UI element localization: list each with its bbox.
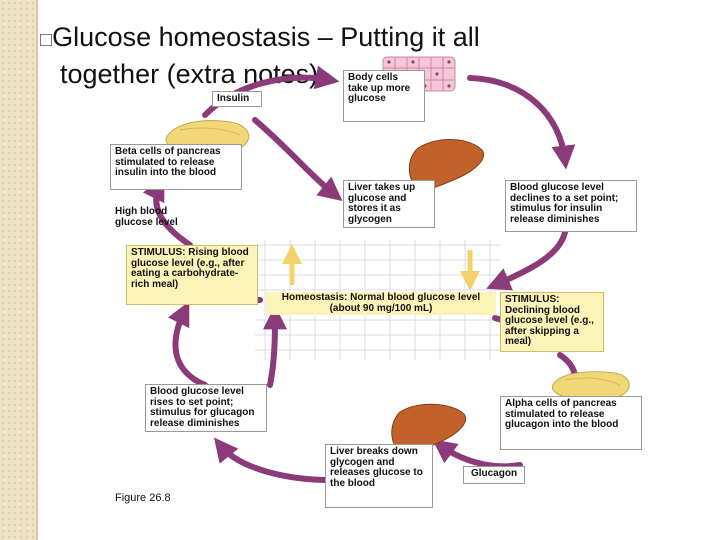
- insulin-label: Insulin: [212, 91, 262, 107]
- liver-breaks-text: Liver breaks down glycogen and releases …: [325, 444, 433, 508]
- decorative-side-strip: [0, 0, 36, 540]
- title-line-2: together (extra notes): [60, 59, 319, 89]
- arrow-rise-to-homeostasis: [262, 305, 287, 388]
- high-glucose-text: High blood glucose level: [115, 206, 178, 228]
- arrow-insulin-to-liver: [252, 117, 343, 201]
- title-bullet: □: [40, 29, 53, 51]
- stimulus-rising-box: STIMULUS: Rising blood glucose level (e.…: [126, 245, 258, 305]
- figure-label: Figure 26.8: [115, 492, 171, 504]
- strip-edge: [36, 0, 38, 540]
- title-line-1: Glucose homeostasis – Putting it all: [52, 22, 480, 52]
- arrow-decline-to-homeostasis: [486, 229, 568, 291]
- slide-title: □Glucose homeostasis – Putting it all to…: [40, 20, 600, 91]
- pancreas-bottom-illustration: [551, 371, 630, 401]
- arrow-rise-to-stimulus: [167, 301, 208, 388]
- glucagon-label: Glucagon: [463, 466, 525, 484]
- body-cells-text: Body cells take up more glucose: [343, 70, 425, 122]
- beta-cells-text: Beta cells of pancreas stimulated to rel…: [110, 144, 242, 190]
- arrow-cells-to-decline: [467, 75, 576, 170]
- alpha-cells-text: Alpha cells of pancreas stimulated to re…: [500, 396, 642, 450]
- homeostasis-text: Homeostasis: Normal blood glucose level …: [266, 292, 496, 315]
- declines-text: Blood glucose level declines to a set po…: [505, 180, 637, 232]
- rises-text: Blood glucose level rises to set point; …: [145, 384, 267, 432]
- liver-takes-text: Liver takes up glucose and stores it as …: [343, 180, 435, 228]
- arrow-stimulus-to-beta: [142, 176, 193, 248]
- stimulus-declining-box: STIMULUS: Declining blood glucose level …: [500, 292, 604, 352]
- arrow-liver-to-rise: [213, 437, 333, 483]
